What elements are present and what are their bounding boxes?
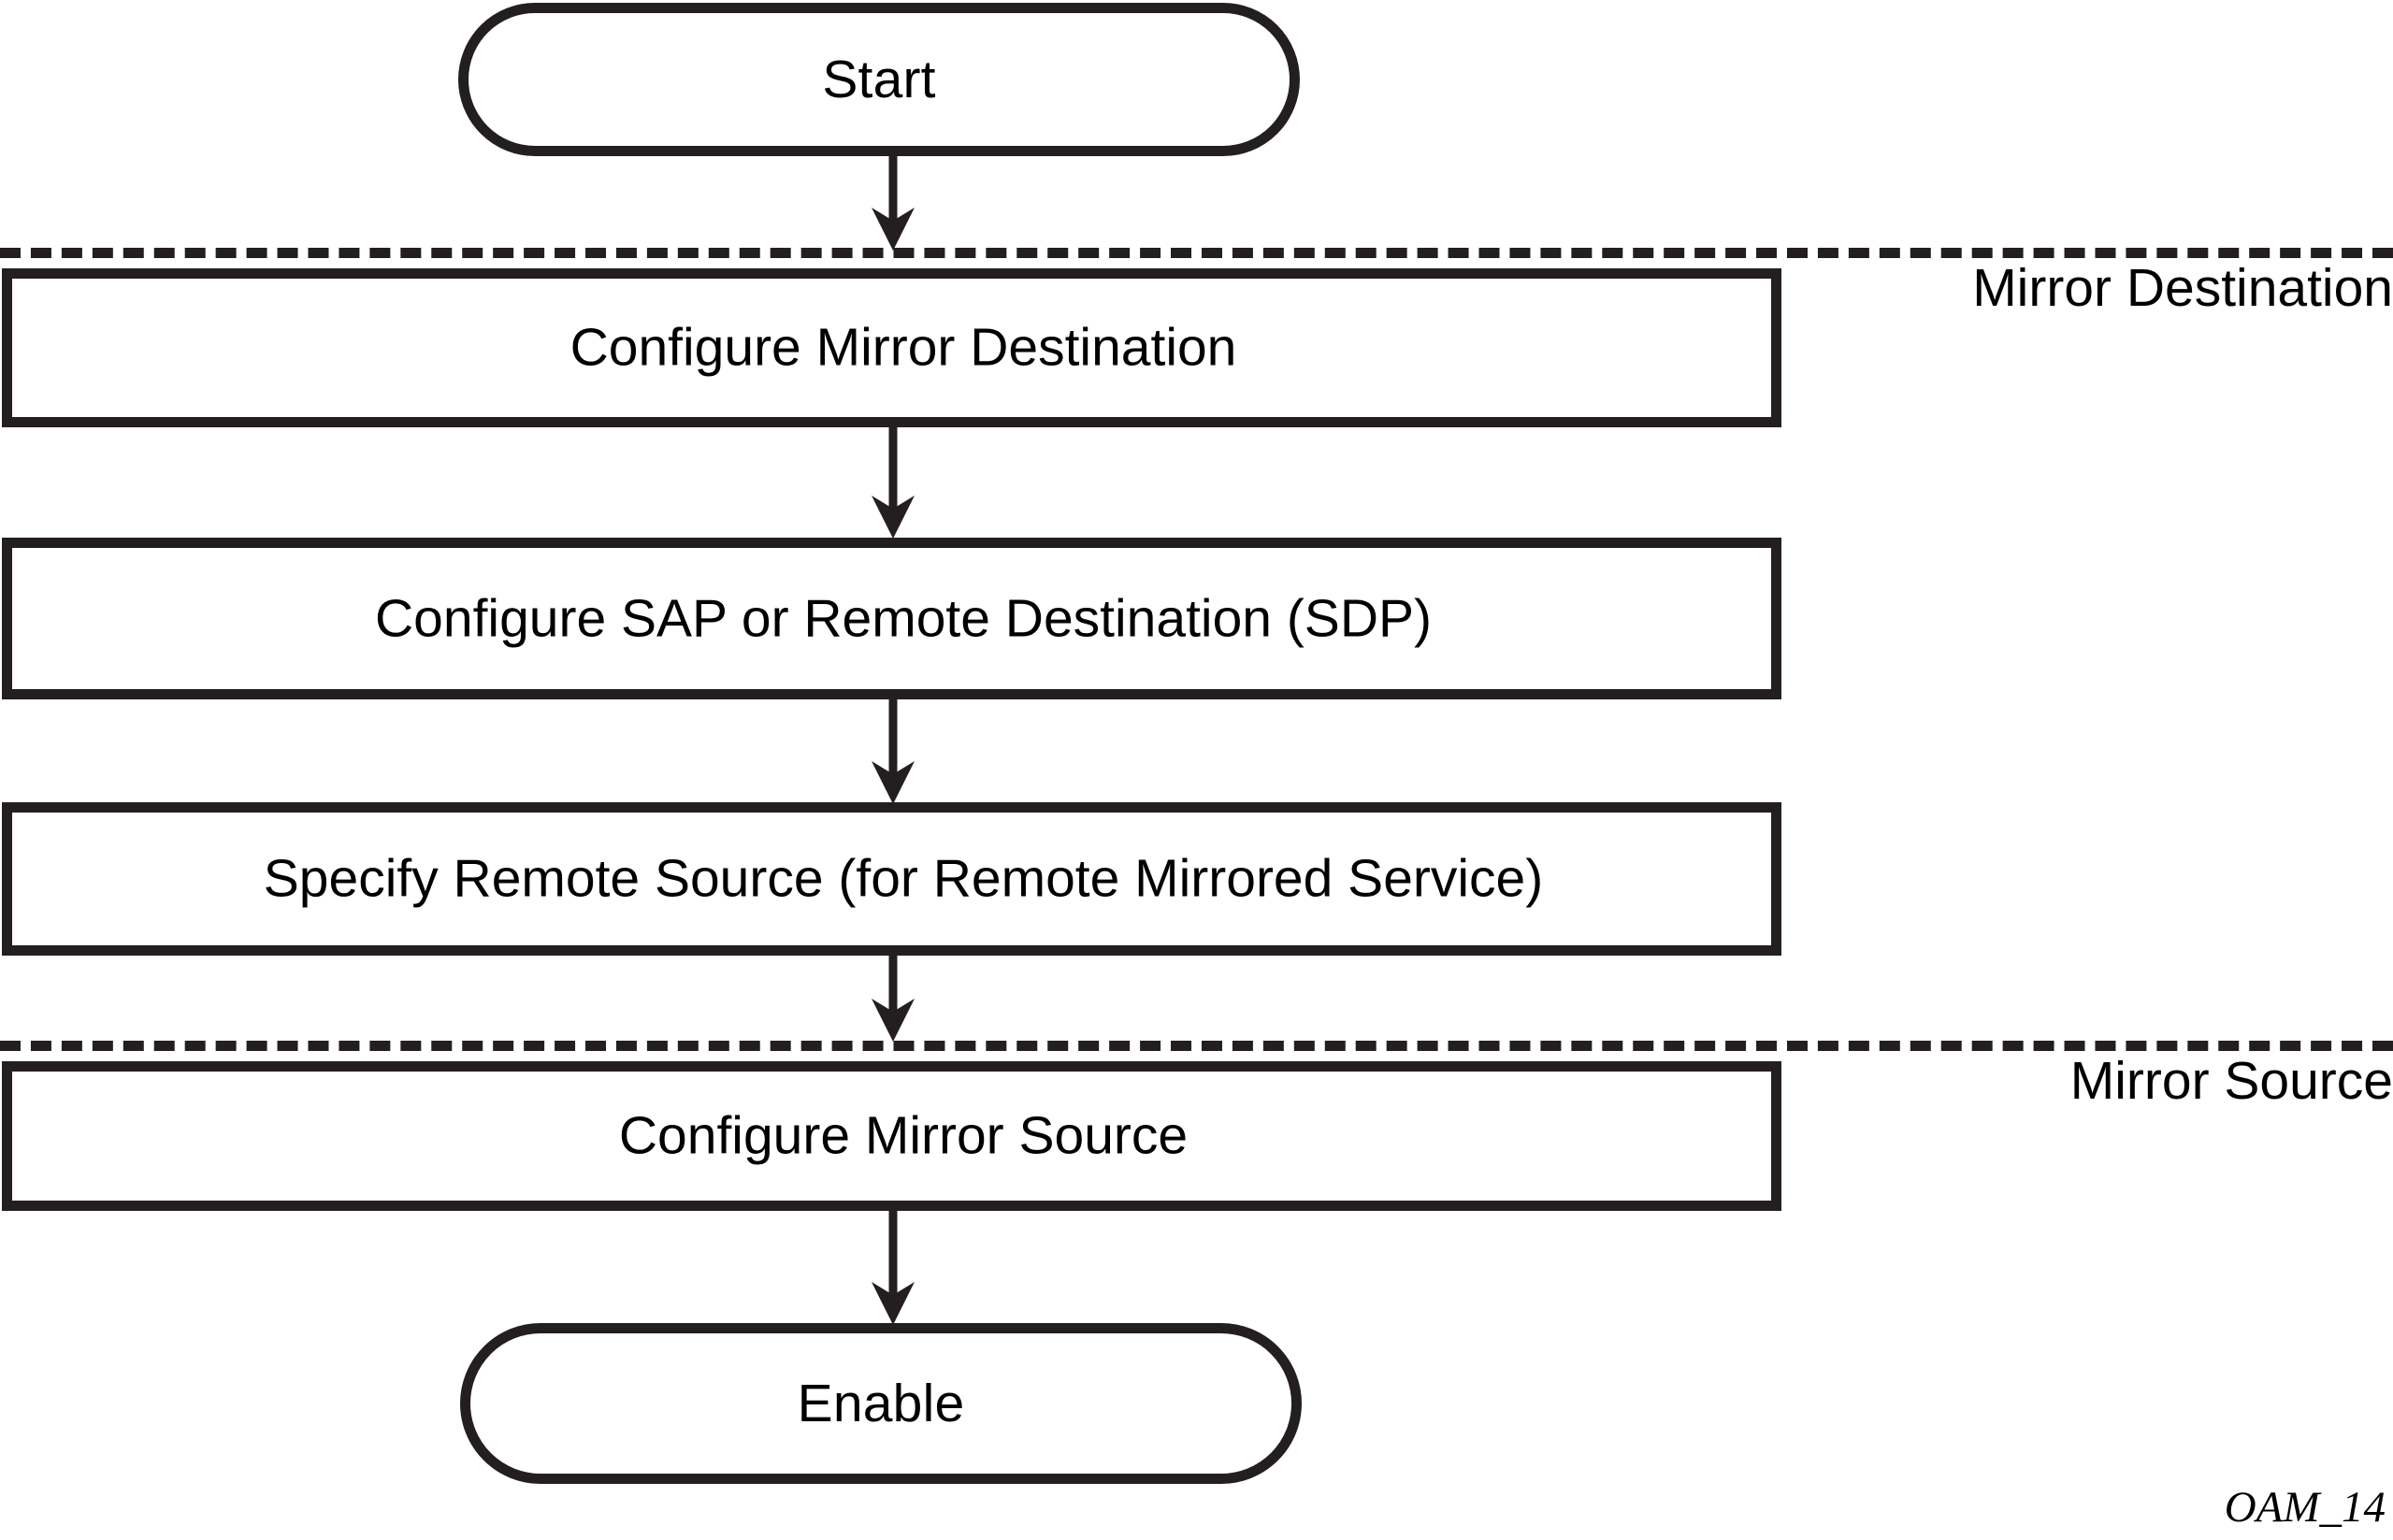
lane-divider-mirror-destination	[0, 248, 2393, 258]
edge-start-to-configure-mirror-destination	[872, 150, 915, 251]
node-configure-mirror-source-label: Configure Mirror Source	[618, 1105, 1189, 1166]
lane-divider-mirror-source	[0, 1041, 2393, 1051]
node-configure-mirror-destination[interactable]: Configure Mirror Destination	[2, 268, 1781, 427]
figure-id-label: OAM_14	[2224, 1483, 2386, 1532]
edge-configure-sap-sdp-to-specify-remote-source	[872, 696, 915, 804]
node-configure-sap-or-remote-destination[interactable]: Configure SAP or Remote Destination (SDP…	[2, 538, 1781, 699]
node-configure-sap-or-remote-destination-label: Configure SAP or Remote Destination (SDP…	[375, 588, 1432, 648]
lane-label-mirror-destination: Mirror Destination	[1972, 258, 2393, 318]
node-start[interactable]: Start	[458, 3, 1300, 156]
edge-configure-mirror-source-to-enable	[872, 1207, 915, 1325]
node-enable[interactable]: Enable	[460, 1323, 1302, 1484]
lane-label-mirror-source: Mirror Source	[2069, 1051, 2393, 1111]
node-enable-label: Enable	[797, 1373, 965, 1433]
edge-specify-remote-source-to-configure-mirror-source	[872, 952, 915, 1042]
edge-configure-mirror-destination-to-configure-sap-sdp	[872, 423, 915, 539]
node-specify-remote-source-label: Specify Remote Source (for Remote Mirror…	[263, 848, 1544, 909]
node-configure-mirror-source[interactable]: Configure Mirror Source	[2, 1061, 1781, 1211]
node-start-label: Start	[822, 49, 936, 109]
node-specify-remote-source[interactable]: Specify Remote Source (for Remote Mirror…	[2, 802, 1781, 956]
node-configure-mirror-destination-label: Configure Mirror Destination	[569, 317, 1237, 378]
